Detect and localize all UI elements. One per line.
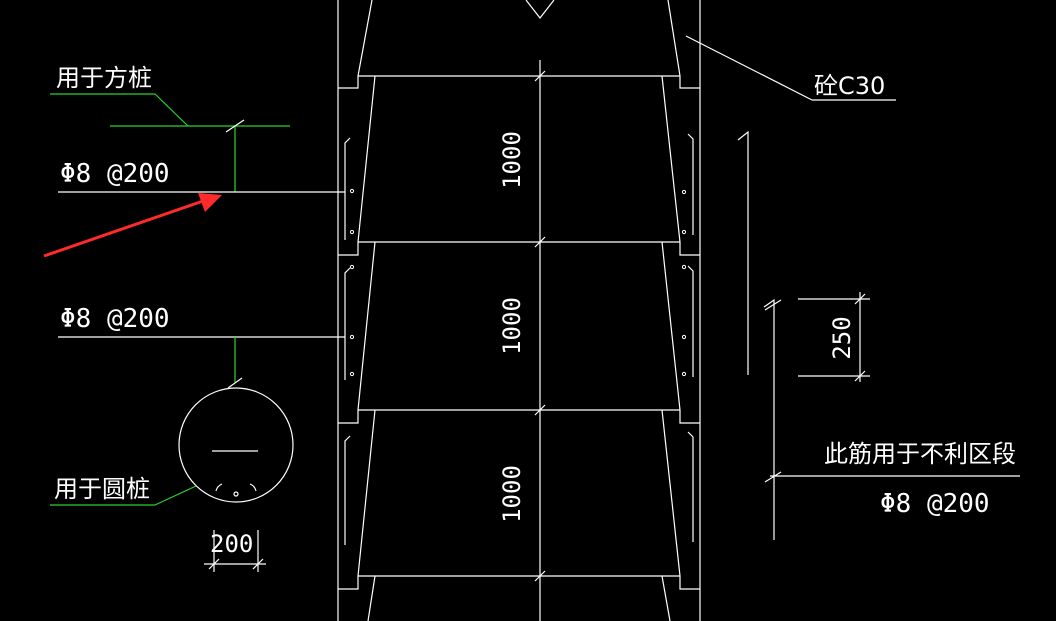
rebar-spec-upper: Φ8 @200 [60, 159, 170, 189]
rebar-spec-middle: Φ8 @200 [60, 304, 170, 334]
concrete-grade-label: 砼C30 [814, 72, 885, 100]
dim-segment-3: 1000 [498, 465, 526, 523]
round-pile-label: 用于圆桩 [54, 475, 150, 503]
round-pile-section [178, 387, 294, 503]
square-pile-label: 用于方桩 [56, 64, 152, 92]
round-pile-width-dim: 200 [210, 530, 253, 558]
dim-segment-2: 1000 [498, 297, 526, 355]
dim-segment-1: 1000 [498, 131, 526, 189]
red-pointer-arrow-icon [43, 193, 222, 258]
spacing-dim: 250 [828, 316, 856, 359]
unfavorable-section-label: 此筋用于不利区段 [824, 440, 1016, 468]
pile-column [337, 0, 701, 621]
rebar-spec-right: Φ8 @200 [880, 489, 990, 519]
